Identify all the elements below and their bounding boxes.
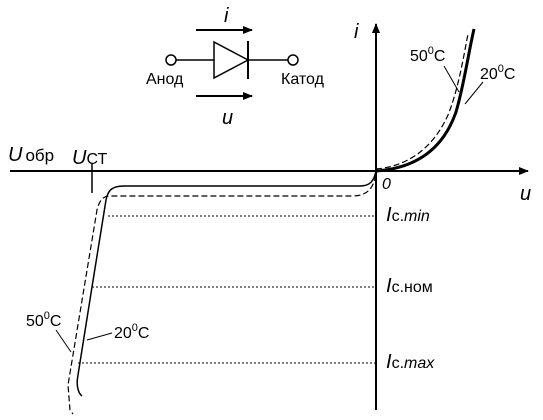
breakdown-voltage-label: UСТ [72, 147, 107, 169]
forward-50c-label: 500C [410, 45, 445, 65]
origin-label: 0 [382, 176, 391, 193]
forward-curve-20c [375, 28, 476, 173]
current-symbol-label: i [224, 5, 229, 27]
reverse-50c-label: 500C [26, 310, 61, 330]
reverse-curve-50c [67, 174, 377, 415]
y-axis-label: i [354, 21, 359, 43]
diode-triangle [213, 40, 250, 80]
voltage-symbol-label: u [222, 107, 233, 129]
cathode-label: Катод [281, 71, 325, 88]
diode-symbol [165, 26, 299, 100]
current-min-label: Iс.min [386, 204, 430, 226]
reverse-20c-label: 200C [114, 322, 149, 342]
anode-label: Анод [146, 71, 184, 88]
x-axis-label: u [520, 183, 531, 205]
forward-curve-50c [375, 33, 469, 170]
forward-20c-label: 200C [480, 63, 515, 83]
anode-terminal [165, 54, 177, 66]
current-max-label: Iс.max [386, 351, 435, 373]
reverse-curve-20c [76, 170, 377, 397]
cathode-terminal [287, 54, 299, 66]
leader-reverse-20c [86, 332, 113, 341]
leader-reverse-50c [55, 329, 72, 353]
current-nom-label: Iс.ном [386, 275, 433, 297]
leader-forward-20c [464, 81, 484, 105]
leader-forward-50c [443, 65, 460, 93]
